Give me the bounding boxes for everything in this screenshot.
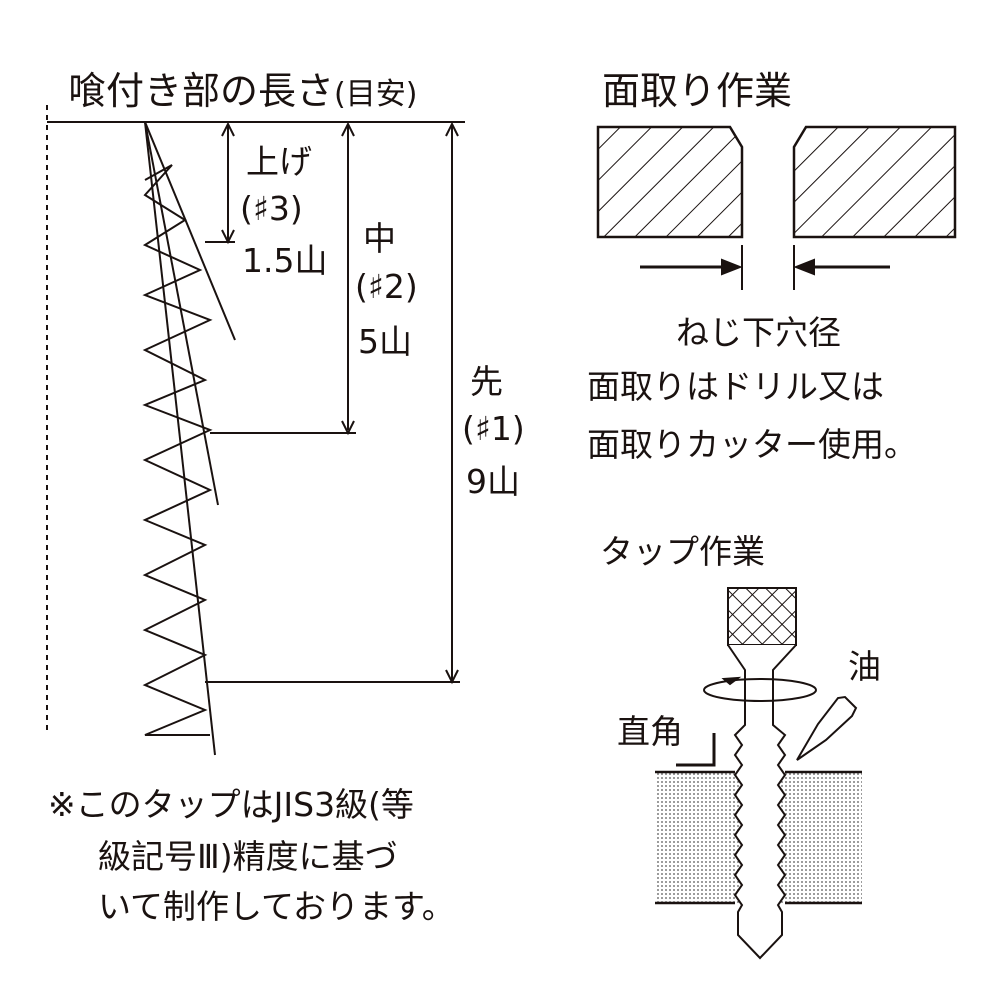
plug-threads: 1.5山 <box>242 241 328 280</box>
taper-threads: 9山 <box>466 462 520 501</box>
chamfer-length-title: 喰付き部の長さ(目安) <box>68 72 417 110</box>
taper-code: (♯1) <box>462 409 525 448</box>
intermediate-code: (♯2) <box>355 267 418 306</box>
title-note: (目安) <box>334 77 418 112</box>
plug-name: 上げ <box>246 142 312 181</box>
intermediate-name: 中 <box>363 219 396 258</box>
title-text: 喰付き部の長さ <box>68 69 335 113</box>
tapping-illustration <box>655 587 862 960</box>
chamfer-note-1: 面取りはドリル又は <box>587 367 884 406</box>
chamfering-title: 面取り作業 <box>602 69 793 113</box>
footnote-line-2: 級記号Ⅲ)精度に基づ <box>98 837 398 876</box>
oil-label: 油 <box>848 647 881 686</box>
hole-diameter-label: ねじ下穴径 <box>676 313 841 352</box>
tap-chamfer-profile <box>46 105 465 756</box>
chamfer-note-2: 面取りカッター使用。 <box>587 425 917 464</box>
taper-name: 先 <box>470 362 503 401</box>
plug-code: (♯3) <box>240 189 303 228</box>
footnote-line-1: ※このタップはJIS3級(等 <box>48 785 414 824</box>
tapping-title: タップ作業 <box>600 532 765 571</box>
intermediate-threads: 5山 <box>358 322 412 361</box>
right-angle-label: 直角 <box>617 712 683 751</box>
footnote-line-3: いて制作しております。 <box>98 887 455 926</box>
chamfer-section <box>596 125 957 290</box>
